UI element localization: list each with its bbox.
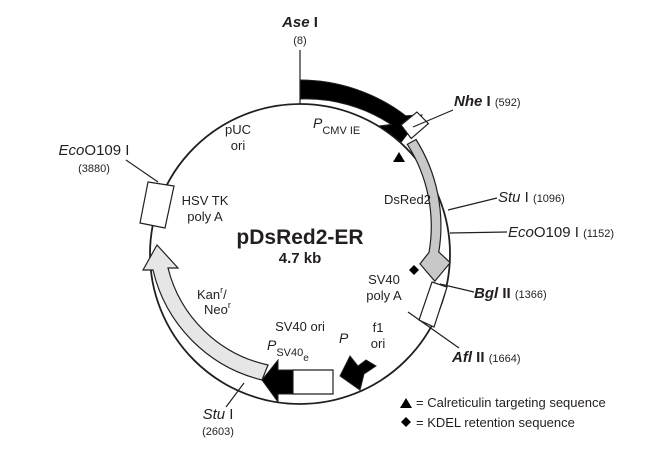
kan-neo-arrow [141,243,269,381]
afl2-leader [407,311,460,349]
nhe1-leader [412,109,454,128]
kdel-marker [409,265,419,275]
bgl2-leader [439,283,475,293]
afl2-label: Afl II (1664) [451,349,520,366]
f1-ori-label-1: f1 [373,320,384,335]
plasmid-name: pDsRed2-ER [236,226,363,249]
legend-calreticulin-text: = Calreticulin targeting sequence [416,395,606,410]
legend-diamond-icon [401,417,411,427]
bgl2-label: Bgl II (1366) [474,285,547,302]
stu1b-position: (2603) [202,426,234,438]
sv40-polya-label-1: SV40 [368,272,400,287]
p-promoter-arrow [339,355,377,391]
puc-ori-label-2: ori [231,138,246,153]
legend-triangle-icon [400,398,412,408]
hsv-tk-polya-box [139,181,175,229]
eco0109b-leader [125,159,159,183]
ase1-label: Ase I [281,14,318,31]
stu1b-label: Stu I [203,406,234,423]
neo-label: Neor [204,300,231,317]
calreticulin-marker [393,152,405,162]
sv40-ori-box [292,369,334,395]
sv40-ori-label: SV40 ori [275,319,325,334]
pcmv-label: PCMV IE [313,115,360,137]
plasmid-size: 4.7 kb [279,250,322,267]
psv40e-label: PSV40e [267,337,309,364]
sv40-polya-box [418,281,448,328]
kan-label: Kanr/ [197,285,227,302]
dsred2-arrow [406,138,452,283]
hsv-tk-polya-label-2: poly A [187,209,223,224]
f1-ori-label-2: ori [371,336,386,351]
hsv-tk-polya-label-1: HSV TK [182,193,229,208]
sv40-polya-label-2: poly A [366,288,402,303]
dsred2-label: DsRed2 [384,192,431,207]
puc-ori-label-1: pUC [225,122,251,137]
stu1a-leader [447,197,498,211]
stu1b-leader [225,382,245,408]
psv40e-arrow [261,358,294,404]
eco0109a-label: EcoO109 I (1152) [508,224,614,241]
pcmv-promoter-arrow [299,79,424,143]
ase1-position: (8) [293,35,306,47]
stu1a-label: Stu I (1096) [498,189,565,206]
mcs-box [400,111,430,140]
eco0109b-position: (3880) [78,163,110,175]
p-promoter-label: P [339,330,349,346]
nhe1-label: Nhe I (592) [454,93,521,110]
legend: = Calreticulin targeting sequence = KDEL… [400,395,606,430]
legend-kdel-text: = KDEL retention sequence [416,415,575,430]
eco0109b-label: EcoO109 I [59,142,130,159]
eco0109a-leader [449,231,508,234]
